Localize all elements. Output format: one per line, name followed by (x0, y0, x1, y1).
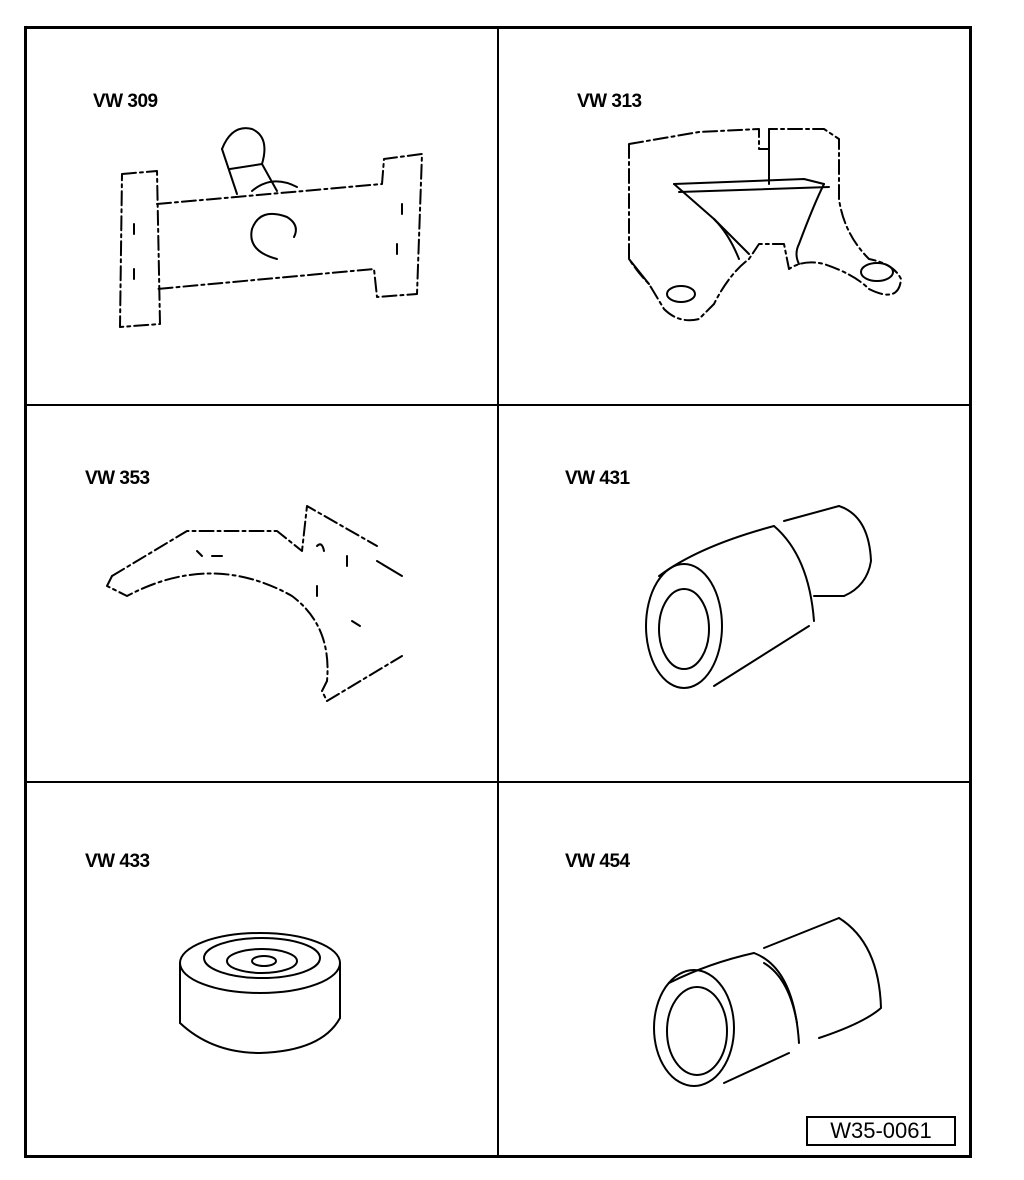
thrust-disc-icon (179, 932, 341, 1054)
tool-label: VW 433 (85, 851, 150, 872)
tool-label: VW 313 (577, 91, 642, 112)
tool-label: VW 454 (565, 851, 630, 872)
tool-label: VW 431 (565, 468, 630, 489)
tool-label: VW 353 (85, 468, 150, 489)
stepped-drift-icon (645, 505, 872, 689)
tool-cell-vw-353: VW 353 (27, 406, 497, 781)
tool-cell-vw-309: VW 309 (27, 29, 497, 404)
tool-cell-vw-313: VW 313 (499, 29, 975, 404)
grid-divider-horizontal-1 (27, 404, 969, 406)
tool-cell-vw-433: VW 433 (27, 783, 497, 1158)
figure-reference: W35-0061 (806, 1116, 956, 1146)
fork-plate-icon (106, 505, 403, 702)
bracket-plate-icon (119, 127, 423, 328)
grid-divider-horizontal-2 (27, 781, 969, 783)
support-bracket-icon (628, 128, 902, 322)
stepped-sleeve-icon (653, 917, 882, 1087)
grid-divider-vertical (497, 29, 499, 1155)
tool-cell-vw-431: VW 431 (499, 406, 975, 781)
tool-sheet: VW 309 VW 313 (24, 26, 972, 1158)
tool-label: VW 309 (93, 91, 158, 112)
tool-cell-vw-454: VW 454 (499, 783, 975, 1158)
